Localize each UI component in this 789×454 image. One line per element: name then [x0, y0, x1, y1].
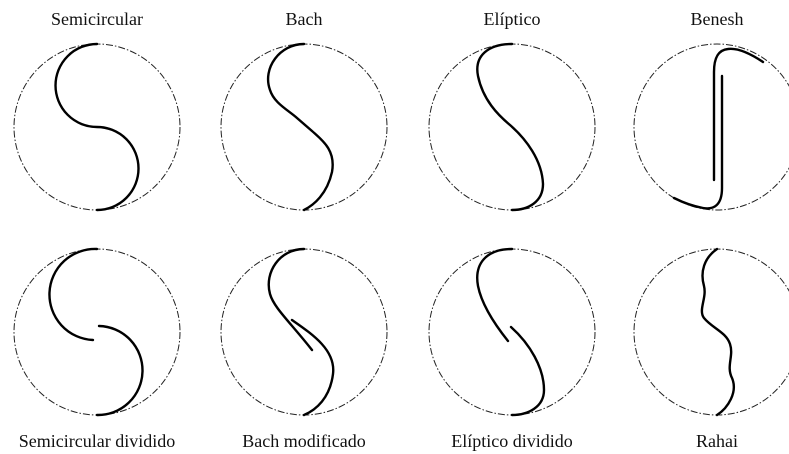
blade-lower	[290, 318, 335, 417]
rotor-outline	[428, 248, 596, 416]
blade-curve	[476, 42, 545, 212]
blade-lower	[95, 324, 144, 417]
rotor-outline	[220, 43, 388, 211]
blade-upper	[267, 247, 314, 352]
blade-lower	[509, 325, 546, 417]
rotor-outline	[633, 248, 789, 416]
rotor-eliptico	[428, 42, 596, 212]
caption-benesh: Benesh	[691, 9, 744, 29]
caption-eliptico: Elíptico	[484, 9, 541, 29]
blade-outer	[712, 47, 765, 182]
caption-semicircular-dividido: Semicircular dividido	[19, 431, 175, 451]
caption-bach: Bach	[286, 9, 323, 29]
rotor-outline	[13, 248, 181, 416]
blade-curve	[54, 42, 140, 212]
rotor-benesh	[633, 43, 789, 211]
caption-rahai: Rahai	[696, 431, 738, 451]
blade-upper	[48, 247, 99, 342]
blade-inner	[672, 74, 724, 210]
rotor-bach	[220, 42, 388, 212]
blade-upper	[476, 247, 514, 343]
rotor-rahai	[633, 247, 789, 417]
rotor-outline	[633, 43, 789, 211]
rotor-outline	[220, 248, 388, 416]
caption-bach-modificado: Bach modificado	[242, 431, 365, 451]
caption-semicircular: Semicircular	[51, 9, 143, 29]
caption-eliptico-dividido: Elíptico dividido	[451, 431, 573, 451]
rotor-eliptico-dividido	[428, 247, 596, 417]
rotor-semicircular	[13, 42, 181, 212]
blade-curve	[700, 247, 735, 417]
rotor-semicircular-dividido	[13, 247, 181, 417]
rotor-bach-modificado	[220, 247, 388, 417]
blade-curve	[267, 42, 334, 212]
